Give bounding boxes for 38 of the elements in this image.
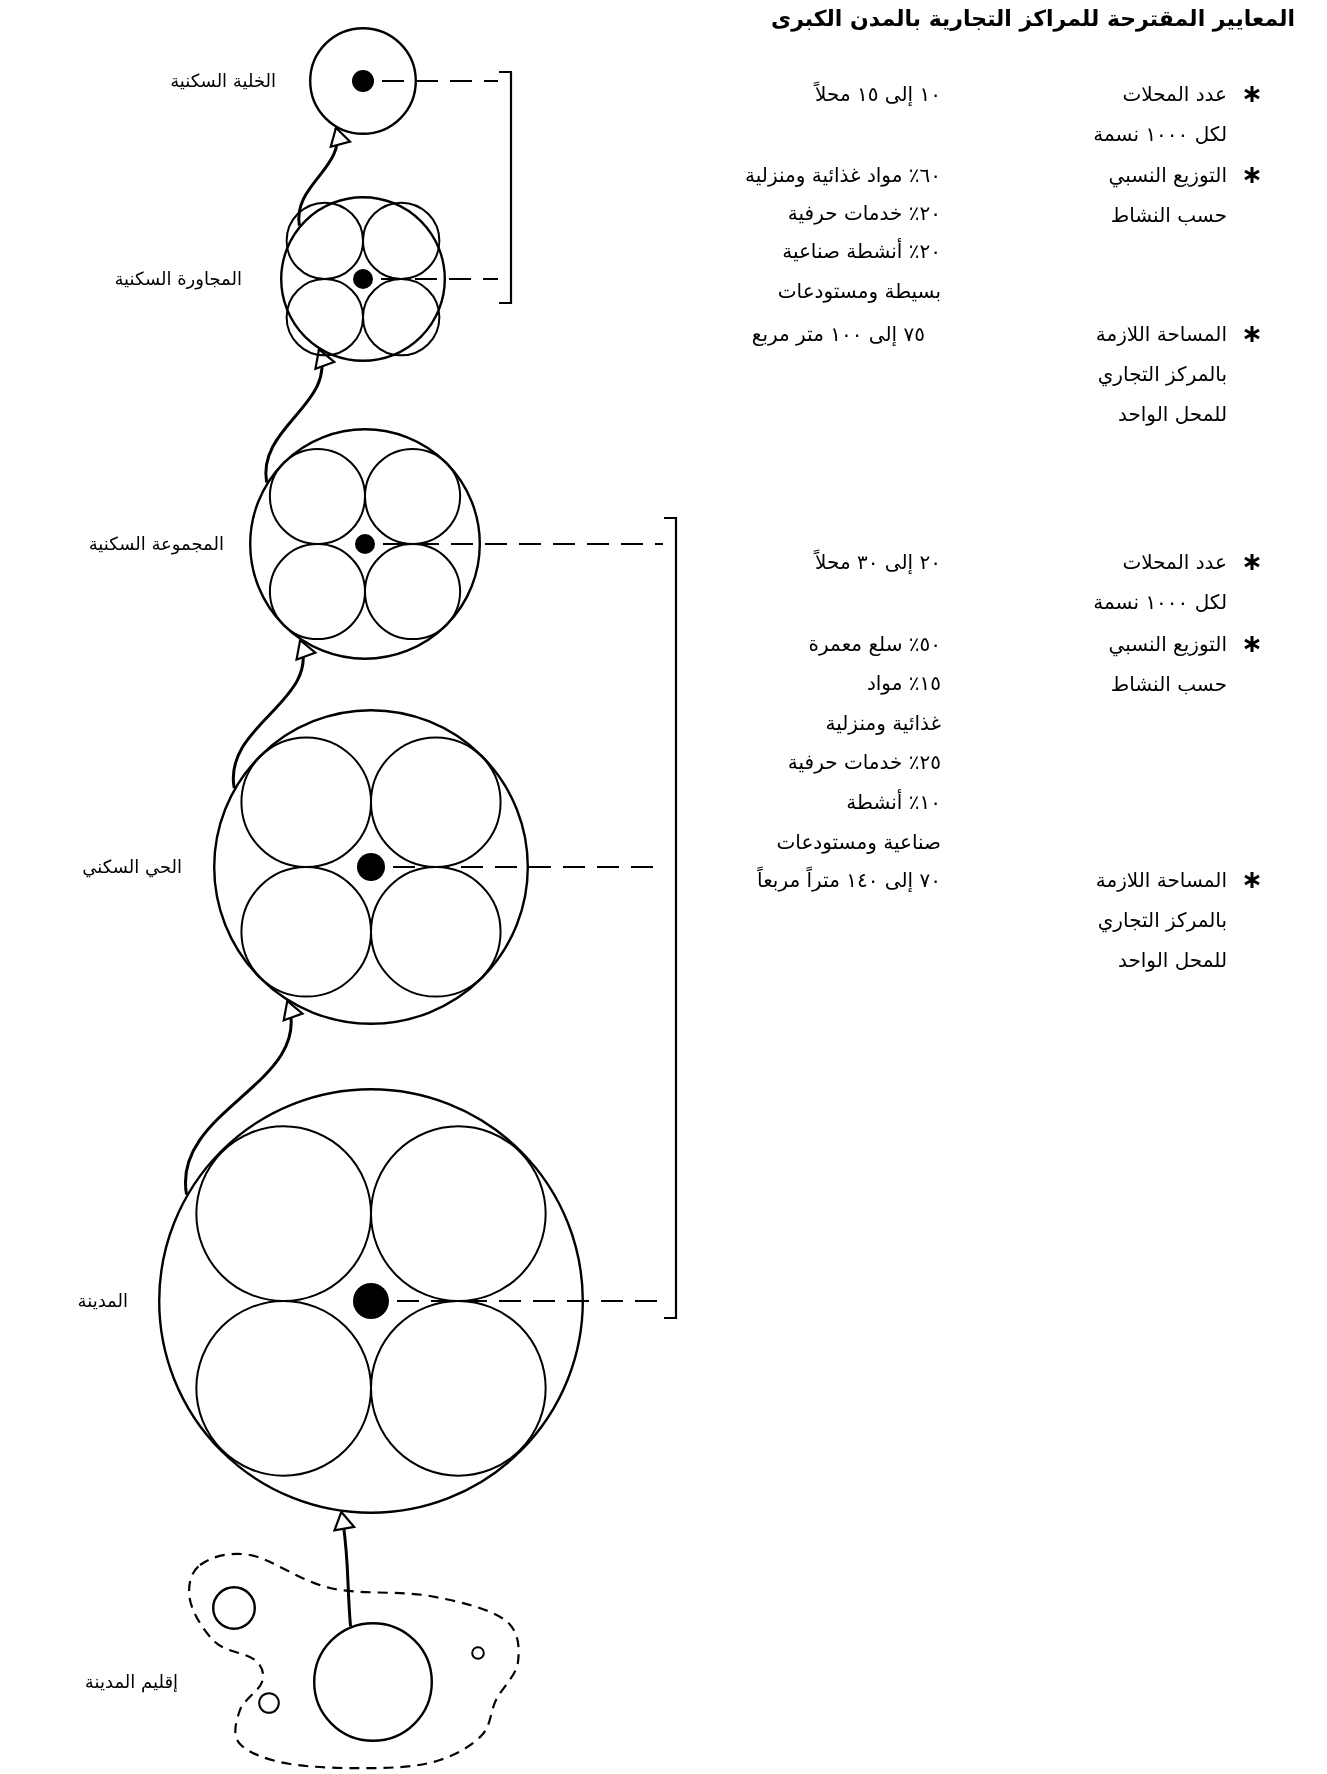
title: المعايير المقترحة للمراكز التجارية بالمدن الكبرى (771, 6, 1295, 31)
text-label: عدد المحلات لكل ١٠٠٠ نسمة (1092, 549, 1227, 616)
text-label: ٢٠ إلى ٣٠ محلاً (815, 548, 941, 576)
nested-circles-drawing (280, 196, 446, 362)
text-label: ٢٠٪ أنشطة صناعية بسيطة ومستودعات (776, 237, 941, 305)
nested-circles-drawing (158, 1088, 584, 1514)
text-label: عدد المحلات لكل ١٠٠٠ نسمة (1092, 81, 1227, 148)
text-label: ٧٥ إلى ١٠٠ متر مربع (751, 321, 925, 348)
text-label: ٧٠ إلى ١٤٠ متراً مربعاً (757, 865, 941, 894)
text-label: ٢٥٪ خدمات حرفية (787, 749, 941, 776)
circle (471, 1646, 485, 1660)
level-label: الحي السكني (82, 855, 182, 879)
circle (313, 1622, 433, 1742)
level-label: المدينة (77, 1289, 128, 1313)
text-label: التوزيع النسبي حسب النشاط (1107, 162, 1227, 229)
text-label: ٦٠٪ مواد غذائية ومنزلية (745, 162, 941, 189)
nested-circles-drawing (249, 428, 481, 660)
arrow (264, 348, 334, 483)
arrow (232, 639, 315, 789)
text-label: ٥٠٪ سلع معمرة (808, 631, 941, 658)
text-label: المساحة اللازمة بالمركز التجاري للمحل الواحد (1094, 867, 1227, 974)
level-label: المجاورة السكنية (114, 267, 242, 291)
circle (212, 1586, 256, 1630)
level-label: إقليم المدينة (84, 1670, 178, 1694)
level-label: المجموعة السكنية (88, 532, 224, 556)
arrow (297, 126, 350, 226)
text-label: المساحة اللازمة بالمركز التجاري للمحل الواحد (1094, 321, 1227, 428)
text-label: ٢٠٪ خدمات حرفية (787, 200, 941, 227)
circle (309, 27, 417, 135)
text-label: التوزيع النسبي حسب النشاط (1107, 631, 1227, 698)
text-label: ١٠٪ أنشطة صناعية ومستودعات (775, 788, 941, 856)
arrow (333, 1510, 356, 1627)
text-label: ١٥٪ مواد غذائية ومنزلية (824, 670, 941, 737)
nested-circles-drawing (213, 709, 529, 1025)
circle (258, 1692, 280, 1714)
text-label: ١٠ إلى ١٥ محلاً (815, 80, 941, 108)
arrow (184, 999, 302, 1195)
level-label: الخلية السكنية (170, 69, 276, 93)
